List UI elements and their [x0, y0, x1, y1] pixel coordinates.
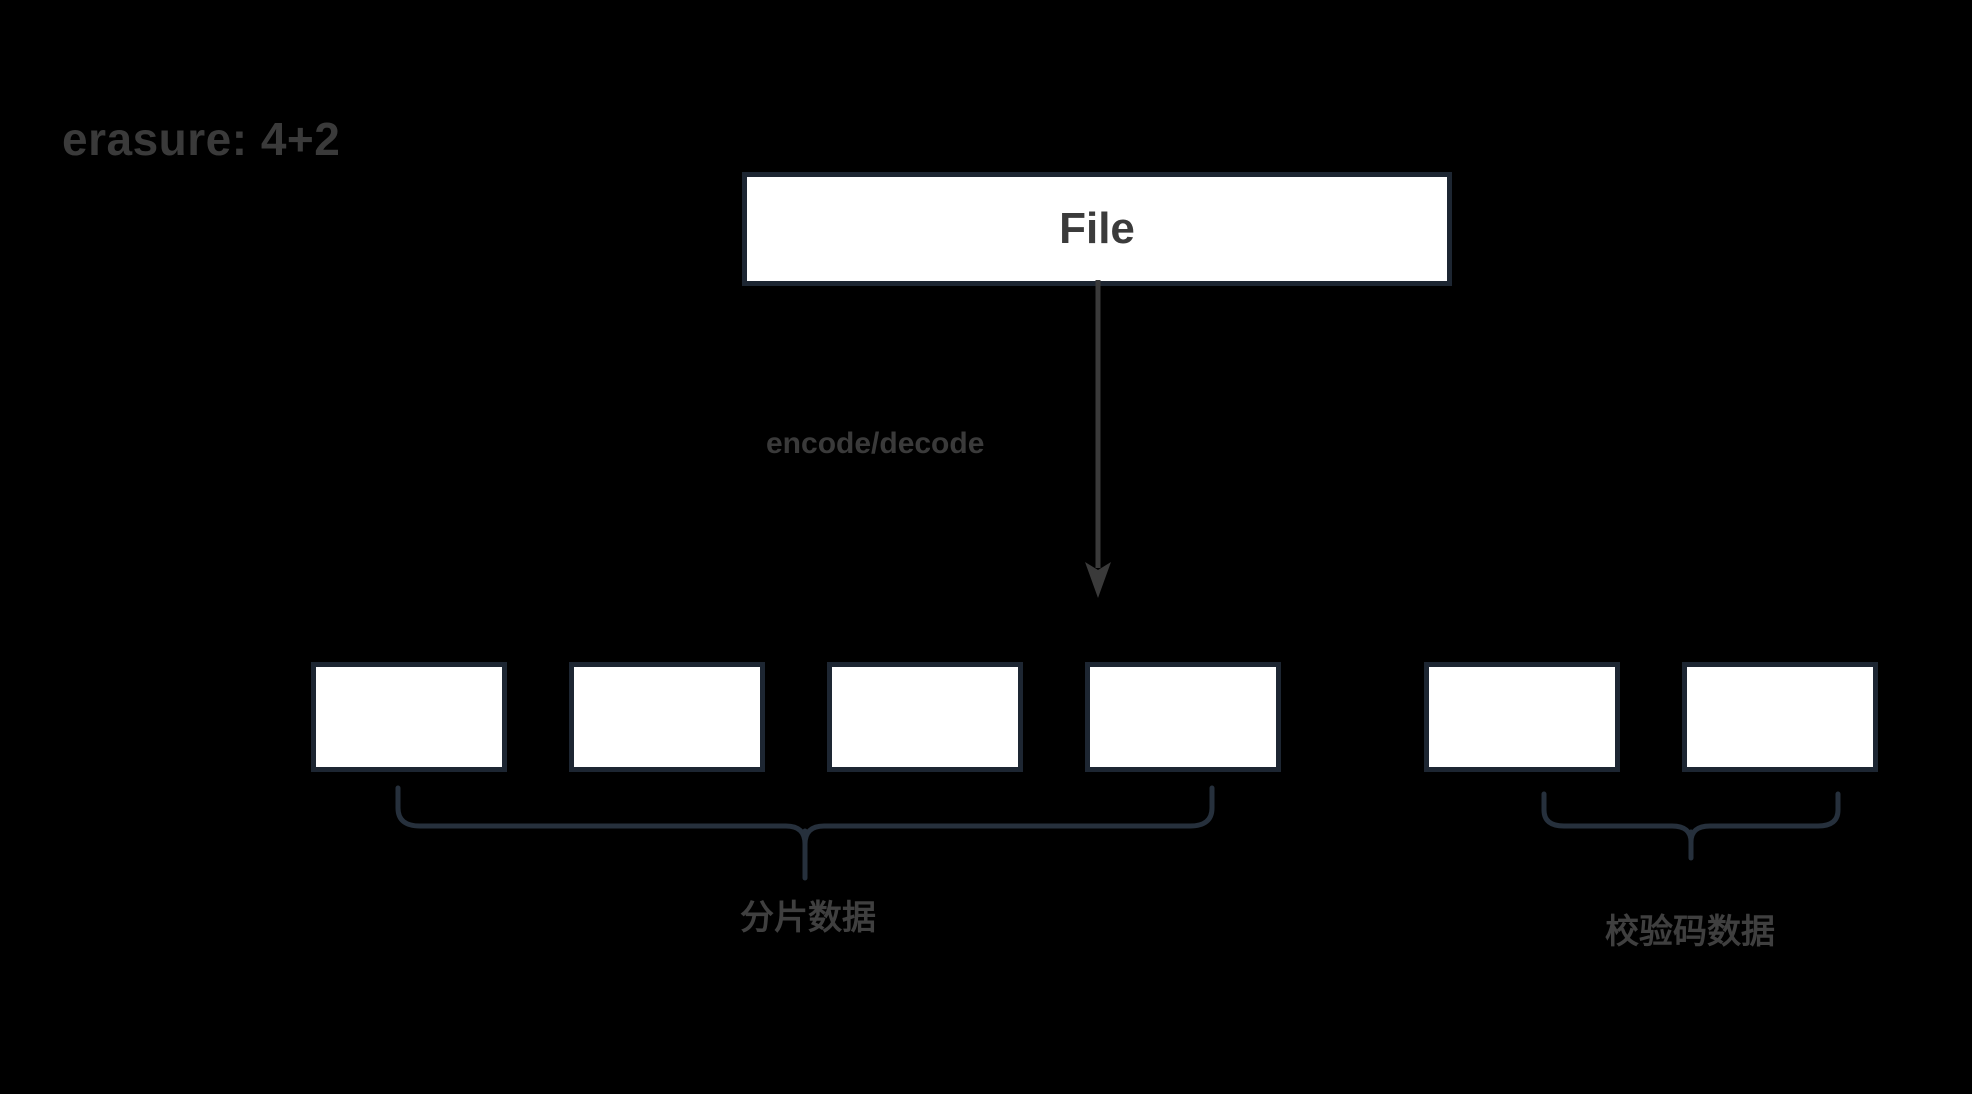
parity-shard-2[interactable] — [1682, 662, 1878, 772]
data-shard-3[interactable] — [827, 662, 1023, 772]
file-node[interactable]: File — [742, 172, 1452, 286]
parity-shard-1[interactable] — [1424, 662, 1620, 772]
parity-group-label: 校验码数据 — [1605, 913, 1775, 951]
data-group-brace-icon — [395, 785, 1215, 881]
data-shard-1[interactable] — [311, 662, 507, 772]
file-node-label: File — [1059, 204, 1135, 253]
diagram-title: erasure: 4+2 — [62, 113, 341, 165]
data-shard-4[interactable] — [1085, 662, 1281, 772]
arrow-down-icon — [1085, 280, 1111, 598]
parity-group-brace-icon — [1541, 791, 1841, 861]
data-shard-2[interactable] — [569, 662, 765, 772]
edge-label-encode-decode: encode/decode — [766, 427, 985, 460]
data-group-label: 分片数据 — [740, 899, 876, 937]
